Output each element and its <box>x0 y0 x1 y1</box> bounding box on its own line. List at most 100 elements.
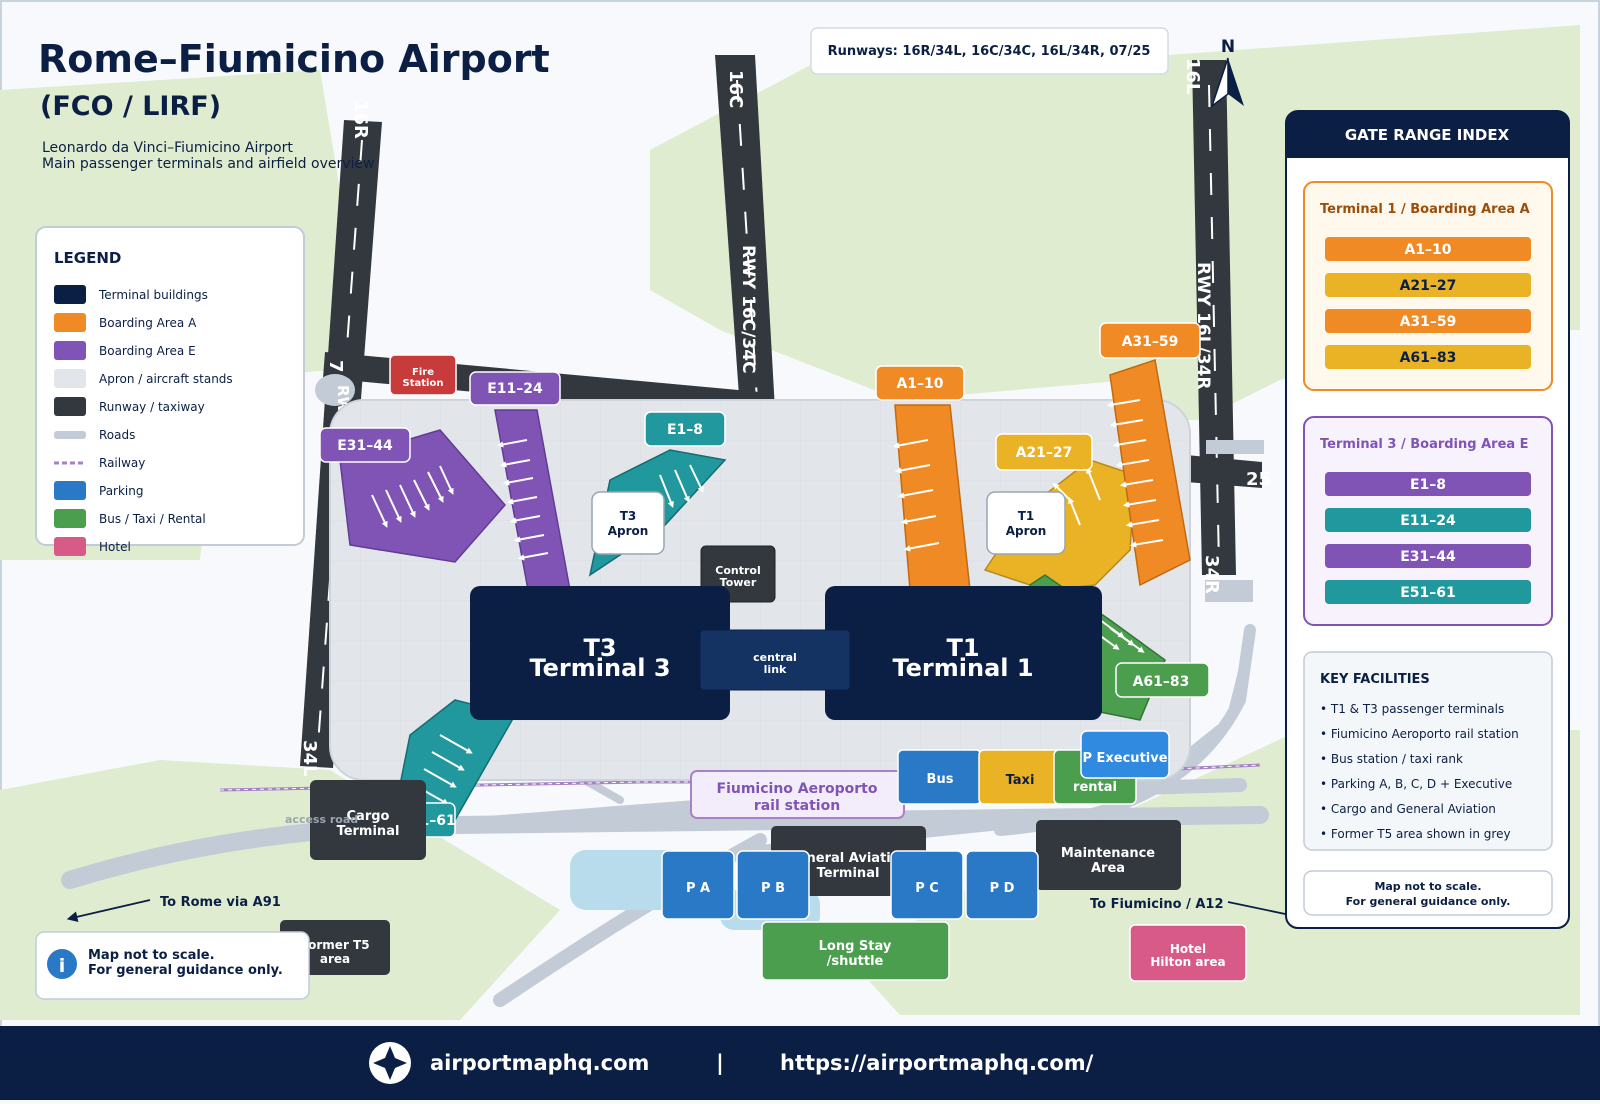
t1-apron-label: T1 Apron <box>986 491 1066 555</box>
gate-chip[interactable] <box>1325 472 1531 496</box>
runway-label-25: 25 <box>1246 469 1271 490</box>
svg-text:Cargo: Cargo <box>347 809 390 824</box>
subtitle-1: Leonardo da Vinci–Fiumicino Airport <box>42 140 293 156</box>
legend-swatch <box>54 313 86 332</box>
gate-chip[interactable] <box>1325 345 1531 369</box>
pier-label-e11-24: E11–24 <box>469 371 561 406</box>
parking-b[interactable]: P B <box>736 850 810 920</box>
gate-chip[interactable] <box>1325 273 1531 297</box>
terminal-1: T1 Terminal 1 <box>825 586 1102 720</box>
svg-text:E31–44: E31–44 <box>337 438 393 454</box>
svg-text:Map not to scale.: Map not to scale. <box>88 948 215 963</box>
pier-label-e31-44: E31–44 <box>319 427 411 463</box>
svg-text:E11–24: E11–24 <box>487 381 543 397</box>
svg-text:Control: Control <box>715 564 760 577</box>
facility-item: • Former T5 area shown in grey <box>1320 827 1511 841</box>
svg-text:area: area <box>320 952 350 966</box>
hotel-hilton: Hotel Hilton area <box>1129 924 1247 982</box>
runway-16c-34c <box>715 55 775 410</box>
legend-swatch <box>54 481 86 500</box>
svg-text:Terminal: Terminal <box>817 866 880 881</box>
parking-a[interactable]: P A <box>661 850 735 920</box>
pier-label-e1-8: E1–8 <box>644 411 726 447</box>
svg-text:For general guidance only.: For general guidance only. <box>1346 895 1511 908</box>
pier-a31-59 <box>1106 359 1191 587</box>
bus-station[interactable]: Bus <box>897 749 982 805</box>
legend-label: Parking <box>99 484 144 498</box>
legend-title: LEGEND <box>54 249 121 267</box>
svg-text:rental: rental <box>1073 780 1117 795</box>
svg-text:T1: T1 <box>946 634 979 662</box>
legend-label: Railway <box>99 456 145 470</box>
svg-text:Apron: Apron <box>608 524 649 538</box>
runway-label-34r: 34R <box>1201 555 1222 594</box>
subtitle-2: Main passenger terminals and airfield ov… <box>42 156 374 172</box>
fire-station: Fire Station <box>389 354 457 396</box>
legend-swatch <box>54 509 86 528</box>
gate-chip-label: A31–59 <box>1400 314 1457 330</box>
gate-chip[interactable] <box>1325 544 1531 568</box>
svg-text:For general guidance only.: For general guidance only. <box>88 963 283 978</box>
parking-c[interactable]: P C <box>890 850 964 920</box>
runway-label-7: 7 <box>325 360 346 373</box>
runway-label-34l: 34L <box>299 740 320 777</box>
facility-item: • Bus station / taxi rank <box>1320 752 1463 766</box>
pier-e31-44 <box>339 429 506 563</box>
gate-chip-label: E11–24 <box>1400 513 1456 529</box>
legend-label: Runway / taxiway <box>99 400 205 414</box>
svg-text:Area: Area <box>1091 861 1125 876</box>
svg-text:Hilton area: Hilton area <box>1150 955 1225 969</box>
svg-text:Terminal 1: Terminal 1 <box>892 654 1033 682</box>
legend-swatch <box>54 285 86 304</box>
taxi-rank[interactable]: Taxi <box>978 749 1062 805</box>
area-a-title: Terminal 1 / Boarding Area A <box>1320 202 1530 217</box>
terminal-3: T3 Terminal 3 <box>470 586 730 720</box>
legend-swatch <box>54 397 86 416</box>
svg-text:Hotel: Hotel <box>1170 942 1206 956</box>
pier-label-a21-27: A21–27 <box>995 433 1093 471</box>
svg-text:Apron: Apron <box>1006 524 1047 538</box>
north-compass: N <box>1210 37 1244 109</box>
runway-label-16c34c: RWY 16C/34C <box>738 245 758 374</box>
parking-d[interactable]: P D <box>965 850 1039 920</box>
area-e-title: Terminal 3 / Boarding Area E <box>1320 437 1529 452</box>
maintenance-area: Maintenance Area <box>1036 820 1181 890</box>
gate-index-title: GATE RANGE INDEX <box>1345 126 1510 144</box>
svg-text:N: N <box>1221 37 1235 57</box>
gate-chip[interactable] <box>1325 237 1531 261</box>
svg-text:i: i <box>59 955 66 977</box>
airport-codes: (FCO / LIRF) <box>40 91 221 122</box>
north-arrow-icon <box>1210 57 1229 109</box>
svg-text:Maintenance: Maintenance <box>1061 846 1155 861</box>
gate-chip[interactable] <box>1325 309 1531 333</box>
svg-text:P D: P D <box>990 881 1015 896</box>
pier-label-a31-59: A31–59 <box>1099 322 1201 359</box>
pier-label-a61-83: A61–83 <box>1115 662 1210 698</box>
svg-text:Fiumicino Aeroporto: Fiumicino Aeroporto <box>717 781 878 797</box>
svg-text:/shuttle: /shuttle <box>827 954 884 969</box>
footer-url-link[interactable]: https://airportmaphq.com/ <box>780 1051 1094 1075</box>
page-title: Rome–Fiumicino Airport <box>38 37 550 81</box>
svg-text:Terminal: Terminal <box>337 824 400 839</box>
access-road-label: access road <box>285 813 358 826</box>
svg-text:Long Stay: Long Stay <box>819 939 892 954</box>
runway-label-16l: 16L <box>1182 58 1203 95</box>
legend-label: Boarding Area E <box>99 344 196 358</box>
legend-swatch <box>54 369 86 388</box>
info-icon <box>47 949 77 979</box>
rail-station[interactable]: Fiumicino Aeroporto rail station <box>690 770 905 819</box>
pier-a1-10 <box>892 404 971 591</box>
gate-chip[interactable] <box>1325 508 1531 532</box>
gate-chip[interactable] <box>1325 580 1531 604</box>
cargo-terminal: Cargo Terminal <box>310 780 426 860</box>
svg-text:rail station: rail station <box>754 798 840 814</box>
parking-executive[interactable]: P Executive <box>1080 730 1170 779</box>
svg-text:Station: Station <box>403 378 444 389</box>
legend-label: Bus / Taxi / Rental <box>99 512 206 526</box>
long-stay-shuttle[interactable]: Long Stay /shuttle <box>761 921 950 981</box>
runways-banner: Runways: 16R/34L, 16C/34C, 16L/34R, 07/2… <box>810 27 1169 75</box>
gate-chip-label: E31–44 <box>1400 549 1456 565</box>
svg-text:To Fiumicino / A12: To Fiumicino / A12 <box>1090 897 1224 912</box>
legend-label: Terminal buildings <box>98 288 208 302</box>
